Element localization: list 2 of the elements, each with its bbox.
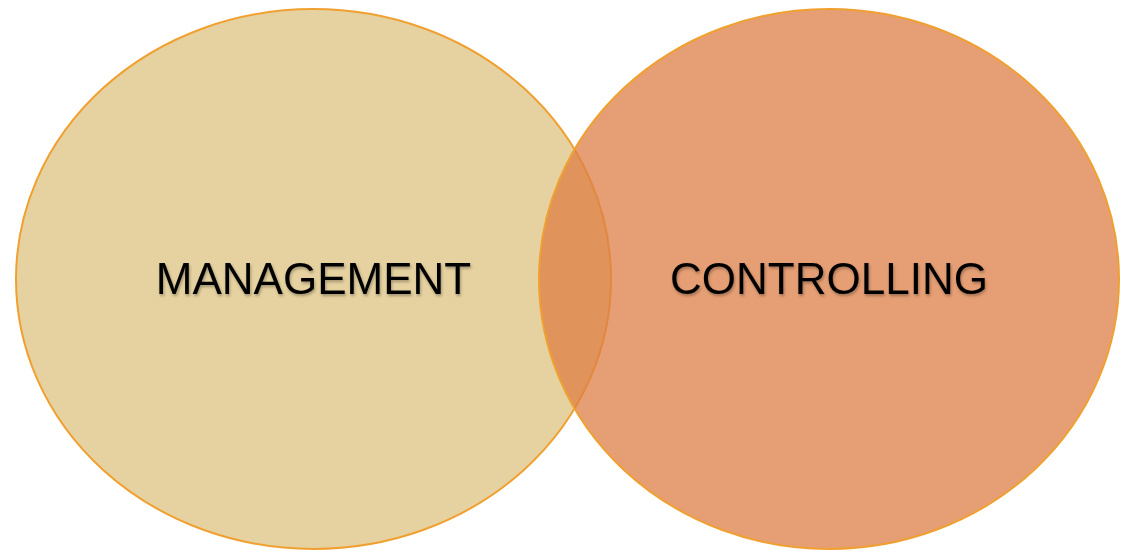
circle-label: MANAGEMENT <box>155 254 472 304</box>
circle-label: CONTROLLING <box>670 254 988 304</box>
